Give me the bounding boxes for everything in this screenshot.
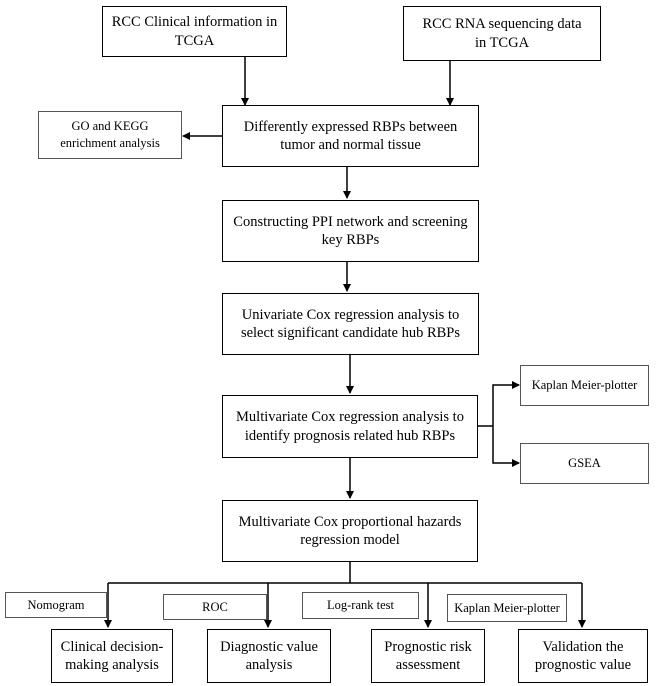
node-nomogram: Nomogram (5, 592, 107, 618)
node-cox-model: Multivariate Cox proportional hazards re… (222, 500, 478, 562)
node-go-kegg: GO and KEGG enrichment analysis (38, 111, 182, 159)
node-gsea: GSEA (520, 443, 649, 484)
edge-multivariate-to-gsea (492, 426, 520, 467)
node-rna-seq: RCC RNA sequencing data in TCGA (403, 6, 601, 61)
node-roc: ROC (163, 594, 267, 620)
node-multivariate: Multivariate Cox regression analysis to … (222, 395, 478, 458)
node-validation: Validation the prognostic value (518, 629, 648, 683)
edge-multivariate-to-kmplot (492, 381, 520, 426)
node-kaplan-meier-bottom: Kaplan Meier-plotter (447, 594, 567, 622)
node-clinical-decision: Clinical decision- making analysis (51, 629, 173, 683)
node-univariate: Univariate Cox regression analysis to se… (222, 293, 479, 355)
node-clinical-info: RCC Clinical information in TCGA (102, 6, 287, 57)
node-ppi: Constructing PPI network and screening k… (222, 200, 479, 262)
node-prognostic-risk: Prognostic risk assessment (371, 629, 485, 683)
node-deg: Differently expressed RBPs between tumor… (222, 105, 479, 167)
node-log-rank: Log-rank test (302, 592, 419, 619)
node-diagnostic-value: Diagnostic value analysis (207, 629, 331, 683)
node-kaplan-meier-right: Kaplan Meier-plotter (520, 365, 649, 406)
